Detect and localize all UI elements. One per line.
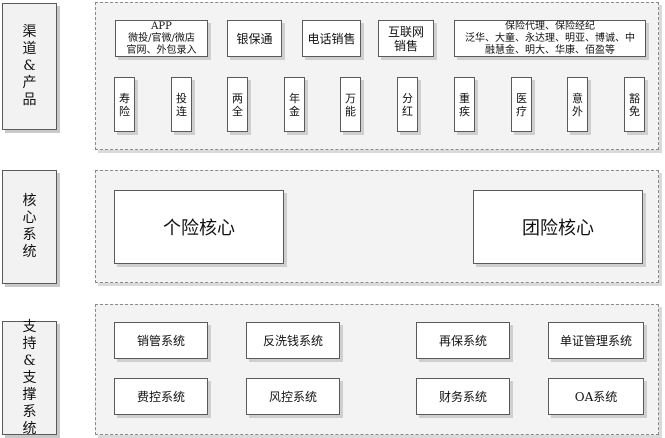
channel-bank-box: 银保通	[227, 20, 282, 57]
product-label: 重疾	[459, 91, 470, 118]
support-document-mgmt-box: 单证管理系统	[548, 322, 644, 359]
support-sales-mgmt-box: 销管系统	[114, 322, 208, 359]
product-label: 意外	[572, 91, 583, 118]
product-box: 豁免	[624, 77, 645, 132]
product-box: 寿险	[114, 77, 135, 132]
support-oa-box: OA系统	[548, 378, 644, 415]
product-box: 分红	[397, 77, 418, 132]
support-reinsurance-box: 再保系统	[416, 322, 510, 359]
section-label-core: 核心系统	[2, 170, 57, 284]
section-label-channels-text: 渠道&产品	[22, 24, 37, 108]
channel-app-box: APP 微投/官微/微店 官网、外包录入	[115, 20, 208, 57]
product-label: 年金	[289, 91, 300, 118]
product-box: 医疗	[511, 77, 532, 132]
product-box: 重疾	[454, 77, 475, 132]
core-individual-box: 个险核心	[114, 190, 284, 264]
support-risk-control-box: 风控系统	[246, 378, 340, 415]
product-label: 寿险	[119, 91, 130, 118]
channel-phone-box: 电话销售	[302, 20, 361, 57]
channel-internet-box: 互联网 销售	[378, 20, 434, 57]
product-label: 万能	[345, 91, 356, 118]
product-box: 年金	[284, 77, 305, 132]
core-group-box: 团险核心	[473, 190, 643, 264]
section-label-support: 支持&支撑系统	[2, 318, 57, 437]
product-label: 投连	[176, 91, 187, 118]
section-label-channels: 渠道&产品	[2, 3, 57, 130]
product-label: 分红	[402, 91, 413, 118]
product-label: 两全	[232, 91, 243, 118]
channel-agency-box: 保险代理、保险经纪 泛华、大童、永达理、明亚、博诚、中 融慧金、明大、华康、佰盈…	[454, 20, 646, 57]
product-label: 豁免	[629, 91, 640, 118]
section-label-core-text: 核心系统	[22, 193, 37, 260]
product-box: 投连	[171, 77, 192, 132]
support-anti-money-laundering-box: 反洗钱系统	[246, 322, 340, 359]
support-fee-control-box: 费控系统	[114, 378, 208, 415]
product-label: 医疗	[516, 91, 527, 118]
section-label-support-text: 支持&支撑系统	[22, 318, 37, 437]
product-box: 两全	[227, 77, 248, 132]
product-box: 万能	[340, 77, 361, 132]
support-finance-box: 财务系统	[416, 378, 510, 415]
product-box: 意外	[567, 77, 588, 132]
